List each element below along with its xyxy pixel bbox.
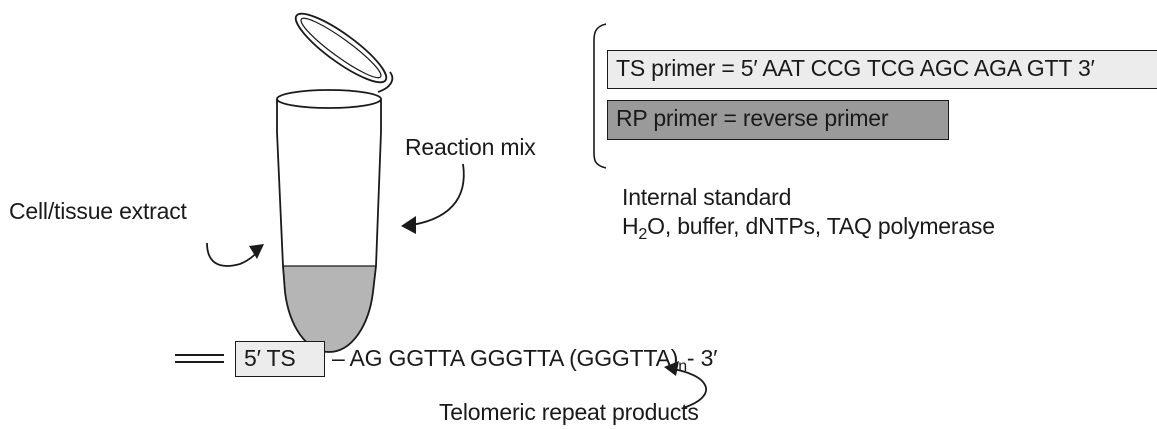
microcentrifuge-tube bbox=[276, 99, 382, 353]
internal-standard-label: Internal standard bbox=[622, 184, 792, 210]
reaction-mix-arrow bbox=[403, 163, 465, 227]
rp-primer-box: RP primer = reverse primer bbox=[607, 100, 949, 140]
tube-lid-inner bbox=[300, 17, 382, 79]
rp-primer-label: RP primer = reverse primer bbox=[616, 105, 889, 131]
h2o-h: H bbox=[622, 213, 639, 239]
product-end: - 3′ bbox=[686, 345, 718, 371]
ts-primer-label: TS primer = 5′ AAT CCG TCG AGC AGA GTT 3… bbox=[616, 55, 1095, 81]
h2o-subscript: 2 bbox=[638, 226, 648, 243]
reaction-mix-bracket bbox=[593, 23, 607, 169]
reaction-mix-label: Reaction mix bbox=[405, 134, 536, 160]
reagents-label: H2O, buffer, dNTPs, TAQ polymerase bbox=[622, 213, 995, 243]
reaction-mix-arrowhead bbox=[401, 216, 416, 234]
tube-lid bbox=[294, 12, 388, 84]
repeat-subscript: n bbox=[678, 358, 687, 375]
tube-rim bbox=[276, 89, 382, 109]
ts-product-box: 5′ TS bbox=[235, 341, 325, 377]
product-sequence-text: – AG GGTTA GGGTTA (GGGTTA) bbox=[332, 345, 679, 371]
telomeric-products-arrow bbox=[666, 367, 707, 409]
tube-hinge bbox=[377, 71, 394, 93]
cell-extract-arrowhead bbox=[249, 244, 264, 259]
telomeric-products-arrowhead bbox=[664, 361, 679, 376]
ts-product-label: 5′ TS bbox=[244, 345, 296, 371]
tube-liquid bbox=[282, 266, 376, 352]
telomeric-products-label: Telomeric repeat products bbox=[439, 399, 699, 425]
ts-primer-box: TS primer = 5′ AAT CCG TCG AGC AGA GTT 3… bbox=[607, 50, 1157, 89]
cell-extract-label: Cell/tissue extract bbox=[9, 198, 187, 224]
reagents-text: O, buffer, dNTPs, TAQ polymerase bbox=[647, 213, 995, 239]
product-sequence: – AG GGTTA GGGTTA (GGGTTA)n- 3′ bbox=[332, 345, 718, 375]
